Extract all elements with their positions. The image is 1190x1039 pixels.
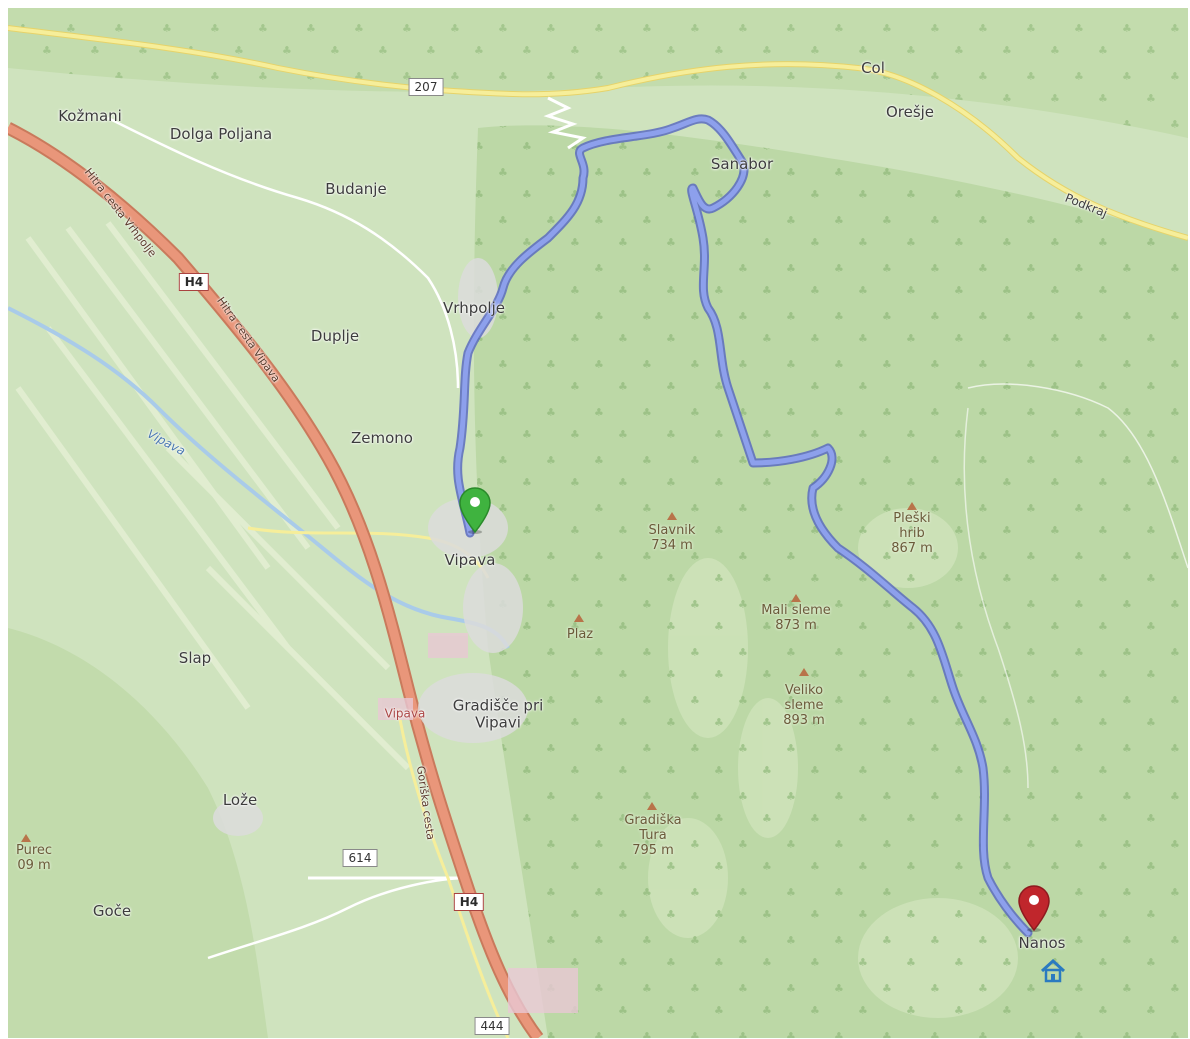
road-207 <box>8 26 1188 240</box>
place-label-vipava: Vipava <box>444 550 496 569</box>
place-label-budanje: Budanje <box>325 179 387 198</box>
industrial-area <box>378 633 578 1013</box>
place-label-goce: Goče <box>92 901 132 920</box>
farmland <box>15 221 411 771</box>
end-marker[interactable] <box>1016 884 1052 936</box>
peak-label-slavnik: Slavnik 734 m <box>648 523 696 553</box>
peak-icon <box>21 834 31 842</box>
place-label-vrhpolje: Vrhpolje <box>443 298 505 317</box>
peak-label-mali-sleme: Mali sleme 873 m <box>761 603 831 633</box>
peak-icon <box>799 668 809 676</box>
forest-north-tree-symbols <box>8 8 1188 138</box>
local-road <box>207 876 469 960</box>
place-label-kozmani: Kožmani <box>58 106 122 125</box>
gps-route[interactable] <box>455 116 1031 936</box>
road-shield-444: 444 <box>474 1017 510 1035</box>
place-label-sanabor: Sanabor <box>710 154 774 173</box>
place-label-dolga-poljana: Dolga Poljana <box>169 124 273 143</box>
mountain-hut-icon <box>1040 958 1066 987</box>
forest-southwest <box>8 628 268 1038</box>
local-road <box>107 116 460 389</box>
map-pin-icon <box>459 487 491 534</box>
peak-icon <box>907 502 917 510</box>
gorica-road-line <box>396 707 510 1038</box>
forest-tree-symbols <box>473 125 1188 1038</box>
place-label-loze: Lože <box>222 790 258 809</box>
map-base-layer: ♣ ♣ <box>8 8 1188 1038</box>
peak-label-pleski-hrib: Pleški hrib 867 m <box>891 511 933 556</box>
peak-label-purec: Purec 09 m <box>15 843 53 873</box>
place-label-gradisce: Gradišče pri Vipavi <box>452 696 544 731</box>
motorway-h4 <box>8 123 542 1038</box>
road-shield-h4-north: H4 <box>178 273 210 291</box>
peak-icon <box>647 802 657 810</box>
peak-icon <box>574 614 584 622</box>
road-shield-207: 207 <box>408 78 444 96</box>
place-label-col: Col <box>861 58 885 77</box>
road-shield-h4-south: H4 <box>453 893 485 911</box>
peak-label-gradiska-tura: Gradiška Tura 795 m <box>624 813 682 858</box>
map-canvas[interactable]: ♣ ♣ <box>8 8 1188 1038</box>
place-label-oresje: Orešje <box>885 102 935 121</box>
contour-line <box>967 383 1188 569</box>
place-label-vipava-station: Vipava <box>384 706 426 721</box>
peak-label-veliko-sleme: Veliko sleme 893 m <box>783 683 825 728</box>
place-label-duplje: Duplje <box>310 326 360 345</box>
peak-icon <box>791 594 801 602</box>
road-shield-614: 614 <box>342 849 378 867</box>
peak-icon <box>667 512 677 520</box>
place-label-slap: Slap <box>178 648 212 667</box>
map-pin-icon <box>1018 885 1050 932</box>
contour-line <box>963 407 1029 789</box>
serpentine-road <box>543 96 587 150</box>
place-label-nanos: Nanos <box>1018 933 1066 952</box>
place-label-zemono: Zemono <box>351 428 413 447</box>
river-vipava <box>8 306 510 649</box>
start-marker[interactable] <box>457 486 493 538</box>
peak-label-plaz: Plaz <box>566 627 594 642</box>
